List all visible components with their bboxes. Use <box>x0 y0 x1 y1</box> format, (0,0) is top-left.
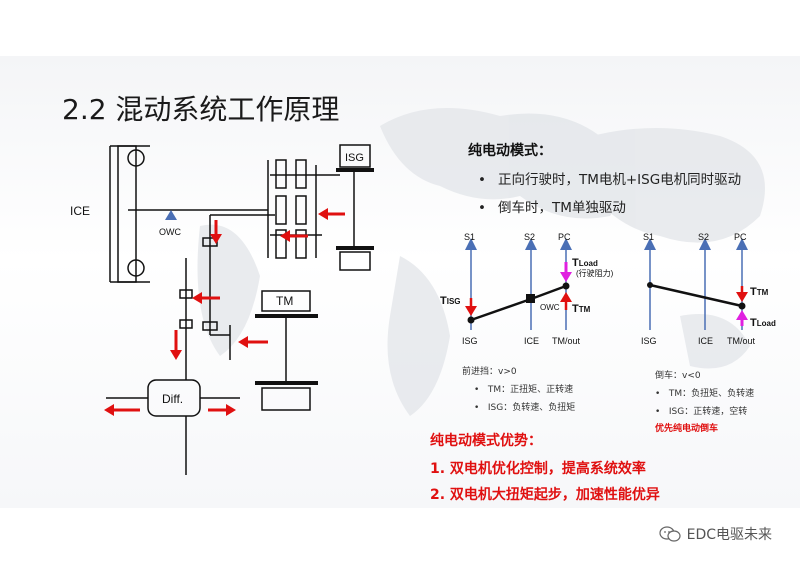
axis-top-pc-f: PC <box>558 232 571 242</box>
owc-node <box>526 294 535 303</box>
t-isg-label-f: TISG <box>440 295 461 307</box>
owc-label: OWC <box>159 227 181 237</box>
forward-note-1: • TM：正扭矩、正转速 <box>474 385 574 395</box>
axis-top-pc-r: PC <box>734 232 747 242</box>
wechat-icon <box>658 526 681 542</box>
axis-bottom-tm-f: TM/out <box>552 336 581 346</box>
lever-line-reverse <box>649 283 743 308</box>
advantages-heading: 纯电动模式优势： <box>430 433 542 449</box>
t-load-label-f: TLoad <box>572 257 598 269</box>
mode-heading: 纯电动模式： <box>468 143 552 159</box>
world-map-watermark <box>197 108 765 416</box>
diff-label: Diff. <box>162 392 183 406</box>
mode-bullet-2: •倒车时，TM单独驱动 <box>478 200 626 216</box>
tm-box <box>261 290 311 312</box>
isg-label: ISG <box>345 152 364 164</box>
reverse-caption: 倒车：v<0 <box>655 371 701 381</box>
advantage-2: 2. 双电机大扭矩起步，加速性能优异 <box>430 487 660 503</box>
axis-top-s2-r: S2 <box>698 232 709 242</box>
axis-bottom-ice-f: ICE <box>524 336 539 346</box>
axis-top-s1-f: S1 <box>464 232 475 242</box>
reverse-priority: 优先纯电动倒车 <box>655 424 719 434</box>
axis-bottom-tm-r: TM/out <box>727 336 756 346</box>
reverse-note-1: • TM：负扭矩、负转速 <box>655 389 755 399</box>
slide-title: 2.2 混动系统工作原理 <box>62 93 340 126</box>
flywheel-circle-top <box>127 149 145 167</box>
owc-marker <box>165 210 177 220</box>
t-load-label-r: TLoad <box>750 317 776 329</box>
t-tm-label-r: TTM <box>750 286 769 298</box>
advantage-1: 1. 双电机优化控制，提高系统效率 <box>430 461 646 477</box>
forward-caption: 前进挡：v>0 <box>462 367 517 377</box>
axis-bottom-ice-r: ICE <box>698 336 713 346</box>
flywheel-circle-bottom <box>127 259 145 277</box>
owc-lever-label: OWC <box>540 303 560 312</box>
footer-watermark: EDC电驱未来 <box>658 524 772 544</box>
axis-top-s2-f: S2 <box>524 232 535 242</box>
mode-bullet-1: •正向行驶时，TM电机+ISG电机同时驱动 <box>478 172 742 188</box>
axis-top-s1-r: S1 <box>643 232 654 242</box>
isg-box <box>339 144 371 168</box>
axis-bottom-isg-f: ISG <box>462 336 478 346</box>
reverse-note-2: • ISG：正转速，空转 <box>655 407 748 417</box>
axis-bottom-isg-r: ISG <box>641 336 657 346</box>
footer-brand: EDC电驱未来 <box>686 527 772 543</box>
tm-label: TM <box>276 294 293 308</box>
t-load-note: (行驶阻力) <box>576 268 614 278</box>
t-tm-label-f: TTM <box>572 303 591 315</box>
forward-note-2: • ISG：负转速、负扭矩 <box>474 403 576 413</box>
ice-label: ICE <box>70 204 90 218</box>
